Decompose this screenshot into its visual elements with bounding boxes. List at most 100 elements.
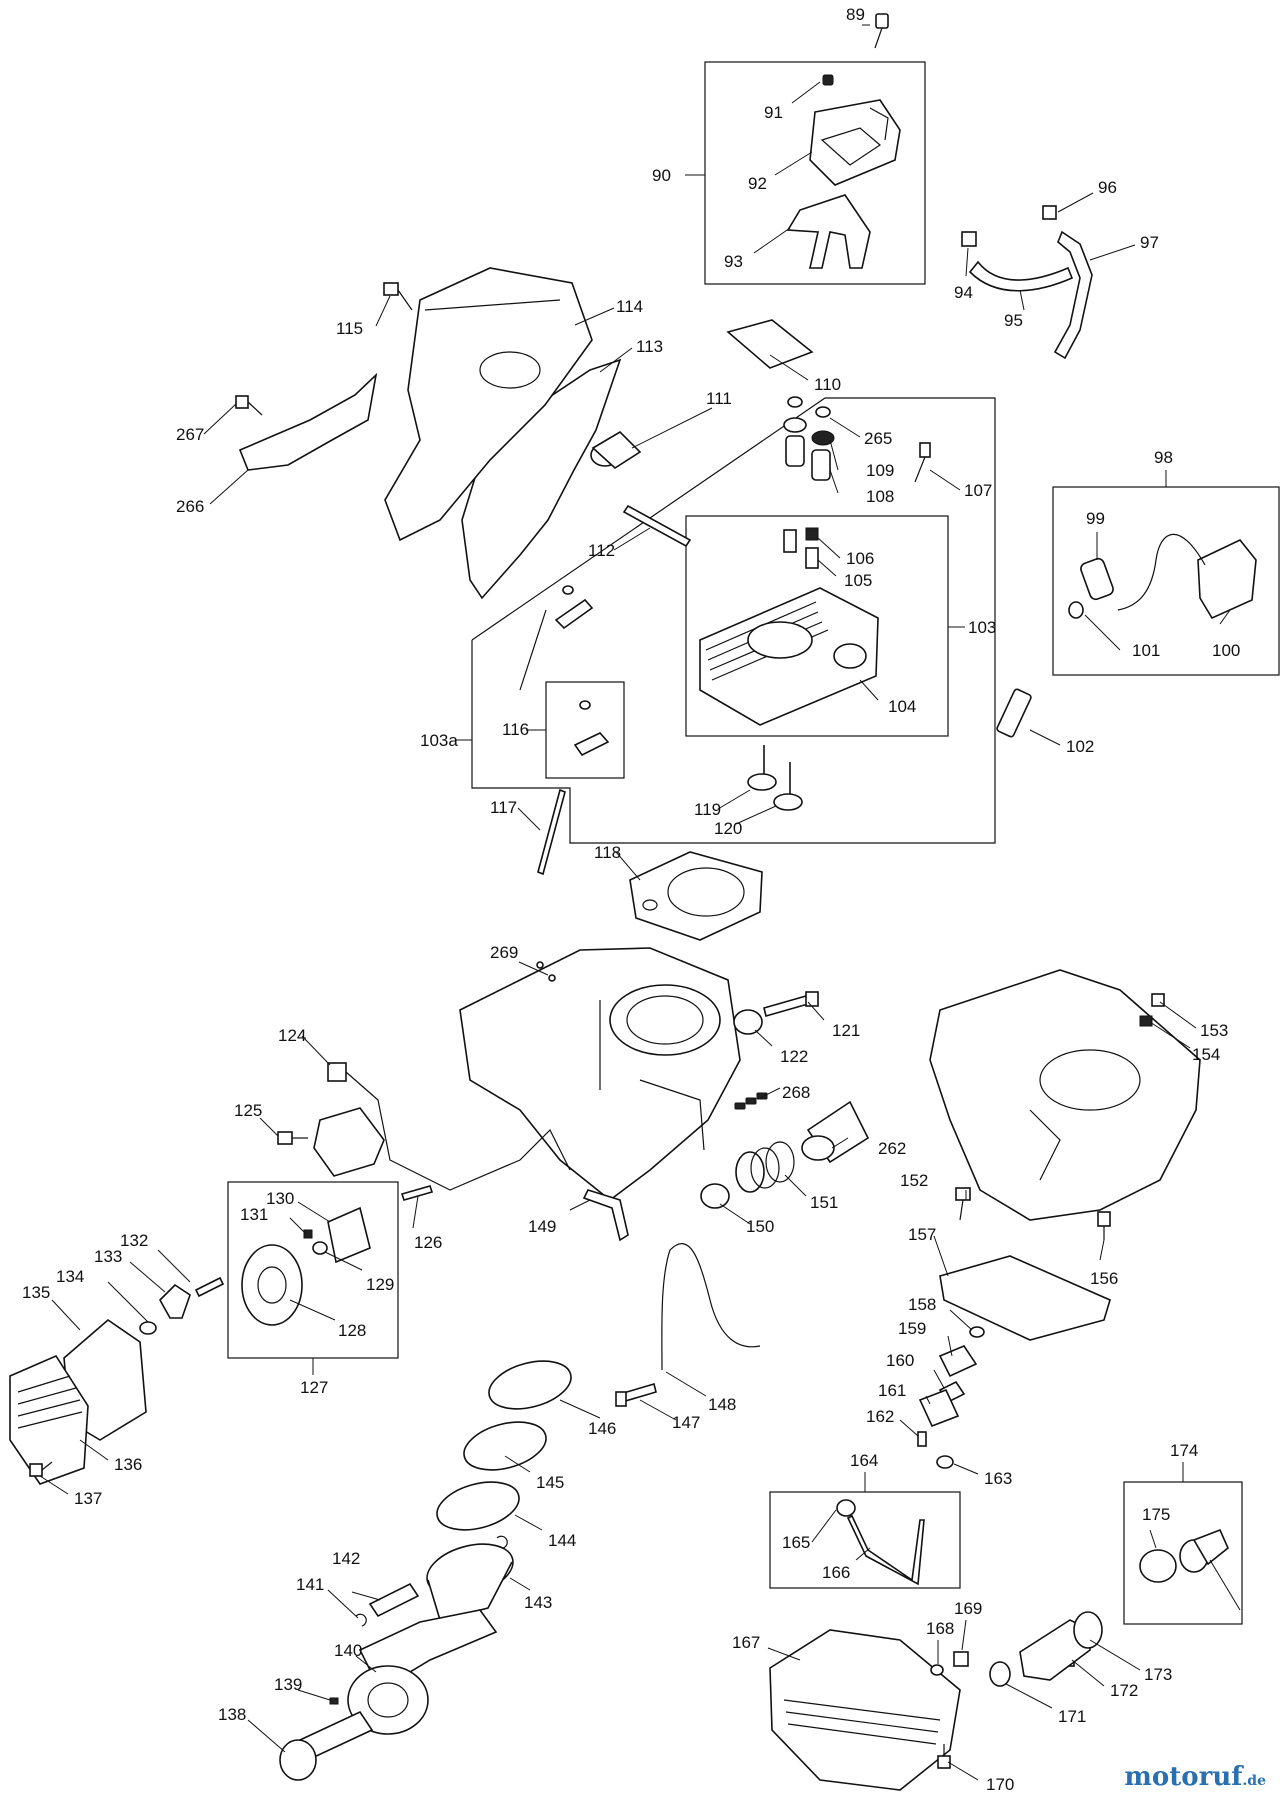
label-268: 268 — [782, 1083, 810, 1102]
part-173-filler-neck — [1019, 1611, 1103, 1681]
part-149-lever — [582, 1189, 629, 1242]
label-103a: 103a — [420, 731, 458, 750]
label-136: 136 — [114, 1455, 142, 1474]
label-159: 159 — [898, 1319, 926, 1338]
label-93: 93 — [724, 252, 743, 271]
label-131: 131 — [240, 1205, 268, 1224]
label-101: 101 — [1132, 641, 1160, 660]
part-121-bolt — [763, 991, 819, 1017]
label-116: 116 — [502, 720, 529, 739]
label-157: 157 — [908, 1225, 936, 1244]
label-133: 133 — [94, 1247, 122, 1266]
part-175-seal — [1139, 1549, 1177, 1583]
label-122: 122 — [780, 1047, 808, 1066]
part-91-pin — [822, 74, 834, 86]
part-109-retainers — [783, 417, 835, 446]
part-115-screw — [383, 282, 413, 311]
part-269-dowel-2 — [536, 961, 544, 969]
label-168: 168 — [926, 1619, 954, 1638]
part-144-piston-ring — [436, 1481, 520, 1531]
label-141: 141 — [296, 1575, 324, 1594]
label-148: 148 — [708, 1395, 736, 1414]
part-163-clip — [936, 1455, 954, 1469]
part-157-gasket — [939, 1255, 1111, 1341]
part-108-springs — [785, 435, 831, 481]
label-102: 102 — [1066, 737, 1094, 756]
part-100-ignition-coil — [1117, 533, 1257, 620]
label-103: 103 — [968, 618, 996, 637]
label-151: 151 — [810, 1193, 838, 1212]
label-172: 172 — [1110, 1681, 1138, 1700]
group-box-116 — [545, 681, 625, 779]
part-265-collets — [787, 396, 831, 418]
part-crankcase-cover — [929, 969, 1201, 1221]
label-98: 98 — [1154, 448, 1173, 467]
part-pushrod-upper — [519, 609, 547, 691]
part-141-clip — [355, 1613, 367, 1627]
label-137: 137 — [74, 1489, 102, 1508]
part-140-crankshaft — [298, 1609, 498, 1760]
group-box-103 — [685, 515, 949, 737]
part-165-ball-end — [836, 1499, 856, 1517]
part-159-elbow — [938, 1345, 978, 1378]
part-126-pin — [400, 1185, 434, 1201]
label-170: 170 — [986, 1775, 1014, 1794]
label-120: 120 — [714, 819, 742, 838]
part-171-o-ring — [989, 1661, 1011, 1687]
part-118-head-gasket — [629, 851, 763, 941]
label-112: 112 — [588, 541, 615, 560]
part-cylinder-crankcase — [459, 947, 741, 1202]
part-154-fitting — [1139, 1015, 1153, 1027]
label-97: 97 — [1140, 233, 1159, 252]
part-268-studs — [734, 1092, 768, 1110]
label-138: 138 — [218, 1705, 246, 1724]
part-119-valve — [747, 745, 777, 791]
label-128: 128 — [338, 1321, 366, 1340]
part-152-bolt — [955, 1187, 971, 1221]
label-146: 146 — [588, 1419, 616, 1438]
part-138-oil-seal — [279, 1739, 317, 1781]
leader-lines — [39, 24, 1241, 1781]
part-128-flywheel — [241, 1244, 303, 1326]
part-122-pulley — [733, 1009, 763, 1035]
part-99-plug-cap — [1080, 557, 1114, 601]
part-142-piston-pin — [368, 1582, 420, 1618]
part-89-screw — [874, 13, 889, 49]
part-161-bracket — [918, 1388, 960, 1428]
part-146-piston-ring — [488, 1360, 572, 1410]
part-96-fitting — [1042, 205, 1057, 220]
part-143-clip — [496, 1535, 508, 1549]
label-107: 107 — [964, 481, 992, 500]
label-119: 119 — [694, 800, 721, 819]
label-171: 171 — [1058, 1707, 1086, 1726]
label-152: 152 — [900, 1171, 928, 1190]
part-95-hose — [968, 260, 1074, 292]
label-173: 173 — [1144, 1665, 1172, 1684]
part-167-oil-pan — [769, 1629, 961, 1791]
part-133-lever — [159, 1283, 191, 1319]
label-114: 114 — [616, 297, 643, 316]
part-105-valve-guide-2 — [805, 547, 819, 569]
part-110-gasket — [726, 319, 814, 369]
label-144: 144 — [548, 1531, 576, 1550]
label-95: 95 — [1004, 311, 1023, 330]
part-150-governor — [700, 1183, 730, 1209]
part-106-valve-seal — [805, 527, 819, 541]
label-149: 149 — [528, 1217, 556, 1236]
group-boxes — [227, 61, 1280, 1625]
part-104-cylinder-head — [699, 587, 879, 726]
part-134-stud — [139, 1321, 157, 1335]
part-93-bracket — [786, 194, 871, 269]
part-129-nut — [312, 1241, 328, 1255]
part-105-valve-guide — [783, 529, 797, 553]
group-box-90 — [704, 61, 926, 285]
part-101-spring — [1068, 601, 1084, 619]
part-114-muffler — [384, 267, 593, 542]
part-111-sleeve — [590, 430, 642, 470]
part-267-screw — [235, 395, 263, 416]
label-143: 143 — [524, 1593, 552, 1612]
label-174: 174 — [1170, 1441, 1198, 1460]
label-108: 108 — [866, 487, 894, 506]
label-92: 92 — [748, 174, 767, 193]
label-135: 135 — [22, 1283, 50, 1302]
